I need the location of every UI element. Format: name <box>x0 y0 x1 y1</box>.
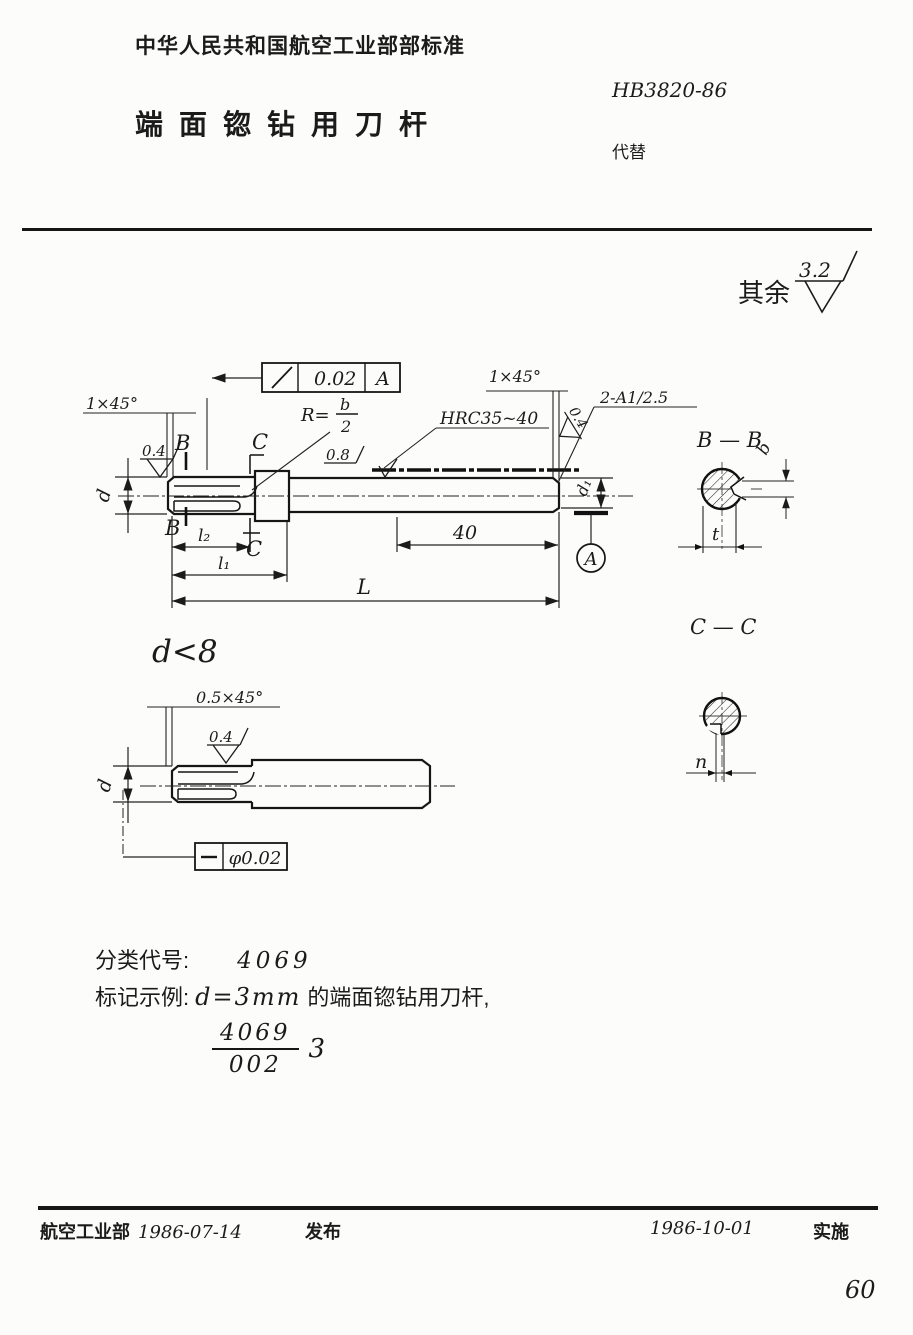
roughness-shank-label: 0.8 <box>326 446 350 464</box>
dim-t-label: t <box>712 524 720 545</box>
variant-chamfer-label: 0.5×45° <box>196 688 263 707</box>
roughness-symbol <box>795 250 858 314</box>
section-bb-title: B — B <box>696 428 762 452</box>
dim-n-label: n <box>695 751 707 773</box>
dim-n-arrows <box>708 770 732 776</box>
standard-number: HB3820-86 <box>612 78 728 102</box>
dim-d1-label: d₁ <box>572 476 596 498</box>
section-cc-title: C — C <box>690 615 757 639</box>
section-c-marks <box>243 454 264 552</box>
section-c-label-top: C <box>252 430 268 454</box>
dim-b-label: b <box>753 439 776 458</box>
chamfer-right-label: 1×45° <box>489 367 541 386</box>
radius-denominator: 2 <box>340 417 351 436</box>
roughness-left-label: 0.4 <box>142 442 166 460</box>
designation-numerator: 4069 <box>220 1020 291 1046</box>
dim-l2-label: l₂ <box>198 526 210 546</box>
variant-condition: d<8 <box>152 634 218 670</box>
marking-label: 标记示例: <box>95 985 190 1010</box>
chamfer-right-lines <box>486 390 568 481</box>
main-view: d 0.4 1×45° B B C C <box>83 362 697 608</box>
variant-tolerance-frame: φ0.02 <box>122 790 288 871</box>
roughness-right-symbol: 0.4 <box>558 404 590 440</box>
datum-a-label: A <box>583 549 598 570</box>
replaces-label: 代替 <box>612 143 646 162</box>
marking-formula: d=3mm <box>195 983 302 1011</box>
footer-divider <box>38 1206 878 1210</box>
variant-view: d<8 0.5×45° 0.4 d <box>93 634 455 871</box>
variant-outline <box>170 758 432 810</box>
tolerance-frame-top: 0.02 A <box>212 362 401 393</box>
designation-denominator: 002 <box>212 1048 299 1078</box>
variant-roughness-symbol <box>207 727 249 765</box>
classification-code: 4069 <box>237 948 312 974</box>
variant-slots <box>177 771 255 800</box>
designation-size: 3 <box>308 1034 326 1064</box>
surface-finish-note: 其余 3.2 <box>738 250 858 314</box>
parallel-symbol <box>271 366 293 389</box>
section-c-label-bottom: C <box>246 537 262 561</box>
marking-designation: 4069 002 3 <box>212 1020 325 1078</box>
roughness-shank-symbol <box>324 445 398 479</box>
chamfer-left-label: 1×45° <box>86 394 138 413</box>
footer-impl-label: 实施 <box>813 1222 849 1242</box>
standard-org-title: 中华人民共和国航空工业部部标准 <box>135 35 465 58</box>
chamfer-left-lines <box>83 412 196 477</box>
center-holes-label: 2-A1/2.5 <box>599 388 668 407</box>
footer-impl-date: 1986-10-01 <box>650 1218 754 1239</box>
length-ext-lines <box>171 512 560 608</box>
footer-issuer: 航空工业部 <box>40 1222 130 1242</box>
dim-t <box>678 503 762 553</box>
variant-tolerance-value: φ0.02 <box>229 848 282 869</box>
section-bb-view: B — B b t <box>678 428 794 553</box>
variant-dim-d-label: d <box>93 777 117 794</box>
header-divider <box>22 228 872 231</box>
surface-note-prefix: 其余 <box>738 278 790 308</box>
dim-d <box>115 458 167 533</box>
section-cc-notch-edge <box>710 723 722 734</box>
classification-row: 分类代号: 4069 <box>95 943 312 975</box>
section-b-label-top: B <box>174 431 190 455</box>
radius-prefix: R= <box>300 405 330 426</box>
footer-issue-date: 1986-07-14 <box>138 1222 242 1243</box>
dim-40-label: 40 <box>452 522 477 544</box>
main-view-slots <box>173 485 258 512</box>
radius-numerator: b <box>340 395 350 414</box>
designation-fraction: 4069 002 <box>212 1020 299 1078</box>
tolerance-value: 0.02 <box>314 368 356 390</box>
variant-dim-d <box>113 747 172 823</box>
dim-L-label: L <box>356 575 371 599</box>
radius-note: R= b 2 <box>251 395 358 491</box>
dim-l1-label: l₁ <box>218 554 230 574</box>
footer-issue: 航空工业部 1986-07-14 <box>40 1218 242 1244</box>
variant-roughness-label: 0.4 <box>209 728 233 746</box>
surface-note-value: 3.2 <box>799 258 831 282</box>
center-holes-leader <box>557 406 697 484</box>
dim-n <box>686 733 756 782</box>
dim-d1 <box>561 477 613 509</box>
datum-a: A <box>574 510 608 573</box>
section-cc-view: C — C n <box>686 615 757 782</box>
section-bb-notch-edge <box>730 476 747 501</box>
tolerance-datum: A <box>374 368 390 390</box>
dim-d-label: d <box>92 487 116 504</box>
section-cc-notch-fill <box>705 723 721 736</box>
footer-issue-label: 发布 <box>305 1222 341 1242</box>
classification-label: 分类代号: <box>95 948 190 973</box>
hardness-label: HRC35~40 <box>439 409 538 429</box>
dim-b <box>742 459 794 519</box>
section-b-marks <box>184 398 208 526</box>
page-number: 60 <box>845 1276 876 1304</box>
page-title: 端面锪钻用刀杆 <box>135 109 444 140</box>
marking-text: 的端面锪钻用刀杆, <box>307 985 490 1010</box>
variant-chamfer-lines <box>147 706 280 766</box>
hardness-leader <box>383 427 549 469</box>
